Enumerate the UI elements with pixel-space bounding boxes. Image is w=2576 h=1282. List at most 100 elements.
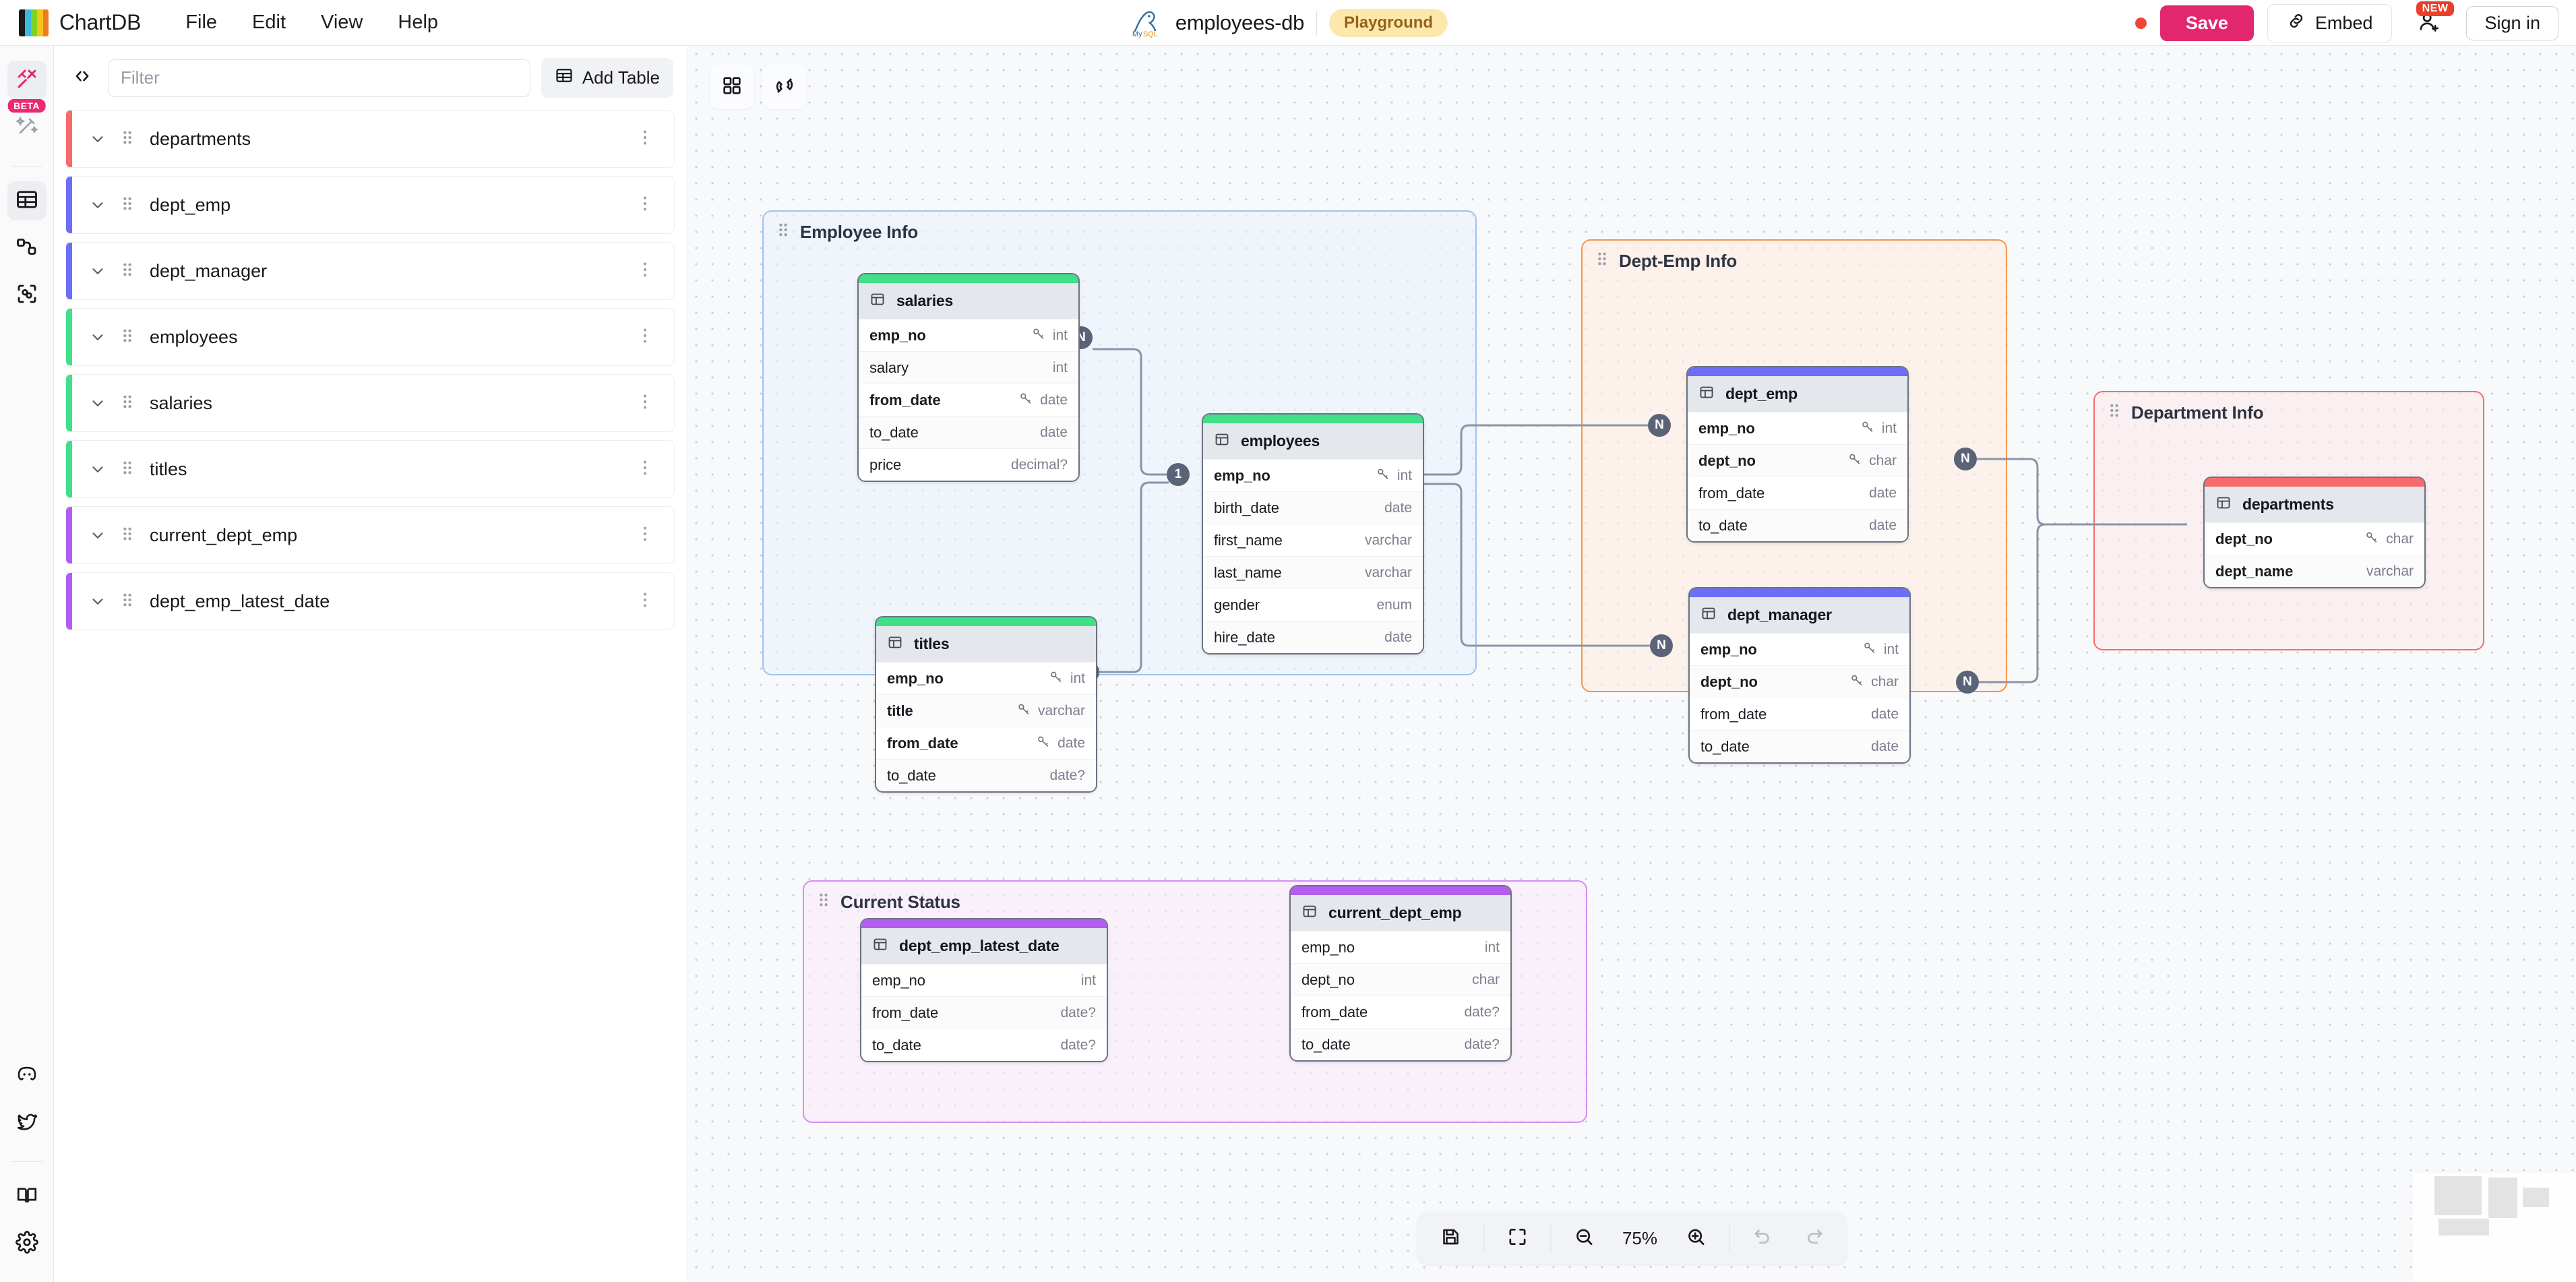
rail-areas-button[interactable] [7,276,47,315]
table-options-menu-icon[interactable] [634,323,656,352]
area-drag-grip-icon[interactable] [816,891,831,913]
node-header[interactable]: dept_emp [1688,376,1907,412]
add-table-button[interactable]: Add Table [541,58,673,98]
node-header[interactable]: dept_manager [1690,597,1909,633]
rail-docs-button[interactable] [7,1177,47,1216]
table-list-item[interactable]: salaries [66,374,675,432]
save-button[interactable]: Save [2159,5,2254,41]
table-options-menu-icon[interactable] [634,257,656,286]
table-list-item[interactable]: titles [66,440,675,498]
table-options-menu-icon[interactable] [634,125,656,154]
table-list-item[interactable]: dept_manager [66,242,675,300]
embed-button[interactable]: Embed [2267,3,2393,42]
undo-button[interactable] [1739,1217,1786,1259]
filter-input[interactable] [108,59,530,97]
node-header[interactable]: employees [1203,423,1423,459]
rail-diagrams-button[interactable] [7,61,47,100]
drag-grip-icon[interactable] [120,195,135,216]
area-drag-grip-icon[interactable] [2107,402,2122,424]
zoom-in-button[interactable] [1672,1217,1719,1259]
magnet-snap-button[interactable] [762,65,807,109]
drag-grip-icon[interactable] [120,525,135,546]
area-drag-grip-icon[interactable] [1595,250,1609,272]
rail-discord-button[interactable] [7,1056,47,1095]
drag-grip-icon[interactable] [120,459,135,480]
zoom-level-label[interactable]: 75% [1622,1227,1658,1248]
grid-layout-button[interactable] [710,65,754,109]
table-options-menu-icon[interactable] [634,455,656,484]
node-header[interactable]: dept_emp_latest_date [861,928,1107,964]
expand-chevron-icon[interactable] [89,460,106,478]
table-list-item[interactable]: employees [66,308,675,366]
node-header[interactable]: salaries [859,283,1078,319]
table-list-item[interactable]: dept_emp [66,176,675,234]
sign-in-button[interactable]: Sign in [2466,5,2558,40]
menu-file[interactable]: File [185,11,218,33]
fit-view-button[interactable] [1494,1217,1541,1259]
table-options-menu-icon[interactable] [634,587,656,616]
table-options-menu-icon[interactable] [634,191,656,220]
node-header[interactable]: current_dept_emp [1291,895,1510,931]
menu-edit[interactable]: Edit [252,11,286,33]
node-header[interactable]: titles [876,626,1096,662]
table-list-item[interactable]: dept_emp_latest_date [66,572,675,630]
table-list-item[interactable]: departments [66,110,675,168]
table-options-menu-icon[interactable] [634,389,656,418]
node-header[interactable]: departments [2205,487,2424,522]
table-options-menu-icon[interactable] [634,521,656,550]
menu-view[interactable]: View [321,11,363,33]
collapse-panel-button[interactable] [67,63,97,93]
expand-chevron-icon[interactable] [89,394,106,412]
rail-settings-button[interactable] [7,1224,47,1263]
expand-chevron-icon[interactable] [89,196,106,214]
expand-chevron-icon[interactable] [89,328,106,346]
database-name[interactable]: employees-db [1175,10,1305,34]
rail-magic-button[interactable]: BETA [7,99,47,147]
expand-chevron-icon[interactable] [89,130,106,148]
account-button[interactable]: NEW [2405,1,2455,42]
expand-chevron-icon[interactable] [89,262,106,280]
expand-chevron-icon[interactable] [89,526,106,544]
drag-grip-icon[interactable] [120,591,135,612]
area-drag-grip-icon[interactable] [776,221,791,243]
expand-chevron-icon[interactable] [89,592,106,610]
menu-help[interactable]: Help [398,11,439,33]
